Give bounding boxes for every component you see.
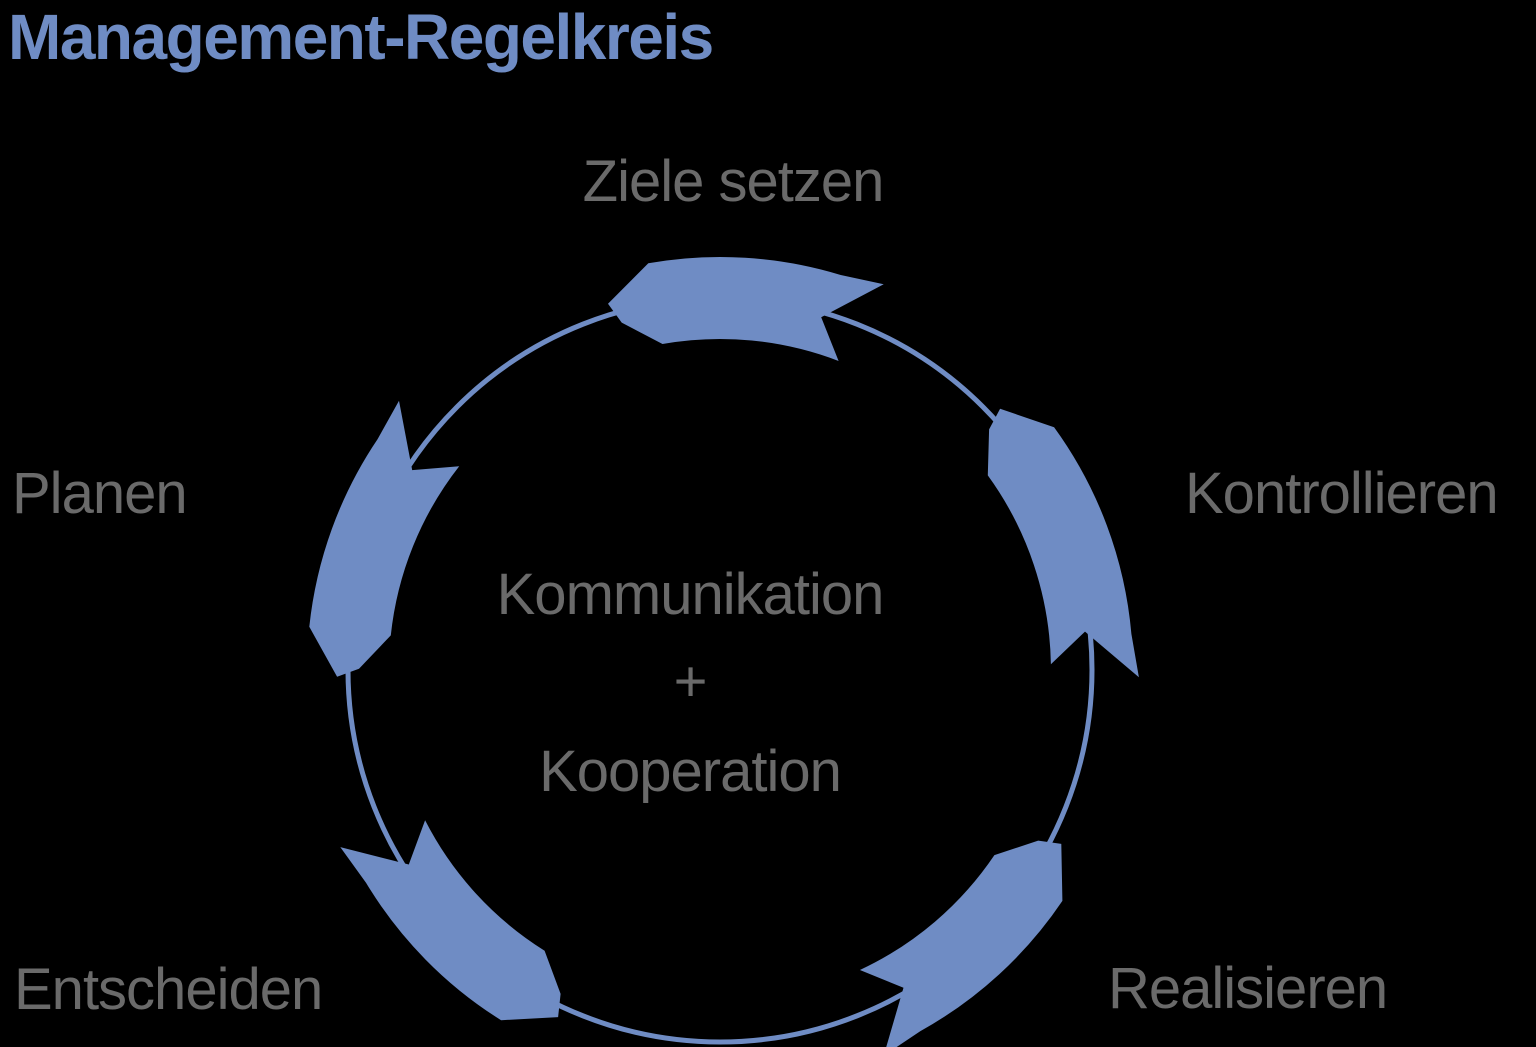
cycle-arrow-entscheiden (340, 820, 561, 1021)
center-text-line1: Kommunikation (496, 562, 885, 627)
cycle-label-entscheiden: Entscheiden (14, 957, 323, 1022)
cycle-arrow-realisieren (859, 840, 1063, 1047)
cycle-label-realisieren: Realisieren (1108, 956, 1388, 1021)
cycle-label-ziele-setzen: Ziele setzen (582, 149, 885, 214)
cycle-arrow-planen (309, 400, 460, 677)
cycle-arrow-kontrollieren (987, 408, 1139, 678)
center-text-plus: + (673, 649, 708, 714)
cycle-label-planen: Planen (12, 461, 188, 526)
page-title: Management-Regelkreis (8, 1, 714, 73)
center-text-line2: Kooperation (539, 739, 842, 804)
cycle-label-kontrollieren: Kontrollieren (1185, 461, 1499, 526)
cycle-arrow-ziele-setzen (608, 257, 884, 361)
cycle-center-text: Kommunikation + Kooperation (390, 566, 990, 801)
